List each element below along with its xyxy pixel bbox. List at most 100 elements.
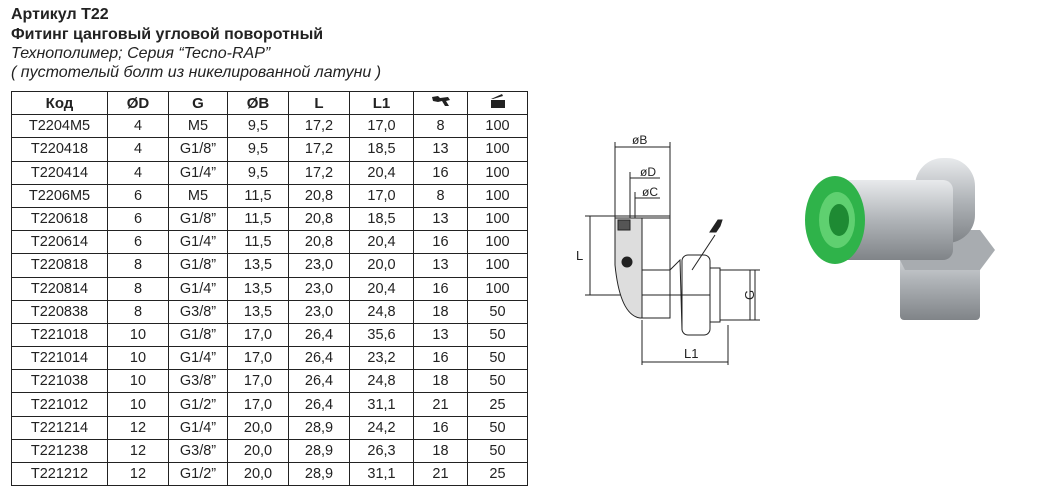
cell-l: 20,8 xyxy=(288,206,350,232)
cell-l1: 18,5 xyxy=(349,206,414,232)
wrench-symbol-icon xyxy=(709,219,723,233)
cell-l1: 17,0 xyxy=(349,114,414,139)
cell-code: T221214 xyxy=(11,415,108,440)
cell-l: 23,0 xyxy=(288,276,350,301)
cell-l1: 18,5 xyxy=(349,137,414,162)
cell-od: 10 xyxy=(107,392,169,417)
header-od: ØD xyxy=(107,90,169,116)
cell-l: 28,9 xyxy=(288,438,350,464)
label-od: øD xyxy=(640,165,656,179)
cell-pack-qty: 25 xyxy=(467,461,528,487)
cell-g: G1/4” xyxy=(168,415,228,440)
cell-g: G1/4” xyxy=(168,276,228,301)
cell-l1: 35,6 xyxy=(349,322,414,348)
cell-od: 12 xyxy=(107,415,169,440)
cell-pack-qty: 50 xyxy=(467,299,528,324)
cell-pack-qty: 50 xyxy=(467,346,528,371)
cell-g: G1/8” xyxy=(168,322,228,348)
cell-l: 23,0 xyxy=(288,299,350,324)
technical-drawing: øB øD øC L G L1 xyxy=(576,133,760,365)
cell-l: 28,9 xyxy=(288,461,350,487)
cell-l: 17,2 xyxy=(288,137,350,162)
cell-ob: 17,0 xyxy=(227,369,289,394)
cell-pack-qty: 100 xyxy=(467,230,528,255)
cell-pack-qty: 100 xyxy=(467,253,528,278)
table-header-row: Код ØD G ØB L L1 xyxy=(11,90,528,116)
header-l1: L1 xyxy=(349,90,414,116)
cell-g: M5 xyxy=(168,114,228,139)
cell-l: 28,9 xyxy=(288,415,350,440)
cell-wrench-size: 18 xyxy=(413,369,468,394)
cell-od: 12 xyxy=(107,461,169,487)
product-name: Фитинг цанговый угловой поворотный xyxy=(11,26,324,43)
cell-pack-qty: 100 xyxy=(467,276,528,301)
cell-wrench-size: 13 xyxy=(413,137,468,162)
cell-pack-qty: 100 xyxy=(467,160,528,185)
cell-code: T221238 xyxy=(11,438,108,464)
cell-g: G1/4” xyxy=(168,346,228,371)
cell-od: 10 xyxy=(107,369,169,394)
cell-l: 26,4 xyxy=(288,369,350,394)
label-l: L xyxy=(576,248,583,263)
cell-pack-qty: 50 xyxy=(467,415,528,440)
header-wrench xyxy=(413,90,468,116)
cell-od: 6 xyxy=(107,183,169,208)
cell-ob: 20,0 xyxy=(227,438,289,464)
cell-l1: 26,3 xyxy=(349,438,414,464)
cell-wrench-size: 21 xyxy=(413,461,468,487)
cell-wrench-size: 16 xyxy=(413,276,468,301)
cell-code: T221014 xyxy=(11,346,108,371)
cell-wrench-size: 16 xyxy=(413,160,468,185)
cell-od: 4 xyxy=(107,137,169,162)
cell-wrench-size: 18 xyxy=(413,438,468,464)
material-line: Технополимер; Серия “Tecno-RAP” xyxy=(11,45,271,62)
cell-g: G3/8” xyxy=(168,369,228,394)
cell-wrench-size: 13 xyxy=(413,322,468,348)
cell-l: 23,0 xyxy=(288,253,350,278)
cell-pack-qty: 50 xyxy=(467,438,528,464)
cell-g: G1/2” xyxy=(168,392,228,417)
cell-wrench-size: 8 xyxy=(413,183,468,208)
cell-g: G1/8” xyxy=(168,253,228,278)
cell-g: G1/8” xyxy=(168,137,228,162)
cell-od: 6 xyxy=(107,206,169,232)
wrench-icon xyxy=(431,96,450,107)
cell-l1: 17,0 xyxy=(349,183,414,208)
cell-od: 8 xyxy=(107,276,169,301)
cell-ob: 9,5 xyxy=(227,137,289,162)
cell-l1: 31,1 xyxy=(349,461,414,487)
cell-l1: 20,4 xyxy=(349,160,414,185)
header-code: Код xyxy=(11,90,108,116)
cell-ob: 17,0 xyxy=(227,392,289,417)
cell-ob: 11,5 xyxy=(227,183,289,208)
cell-code: T2206M5 xyxy=(11,183,108,208)
cell-l1: 24,8 xyxy=(349,369,414,394)
header-ob: ØB xyxy=(227,90,289,116)
cell-l: 26,4 xyxy=(288,346,350,371)
cell-od: 4 xyxy=(107,114,169,139)
header-package xyxy=(467,90,528,116)
article-title: Артикул T22 xyxy=(11,6,109,23)
cell-g: G3/8” xyxy=(168,299,228,324)
cell-code: T220614 xyxy=(11,230,108,255)
cell-code: T220818 xyxy=(11,253,108,278)
cell-g: G1/4” xyxy=(168,230,228,255)
cell-code: T220618 xyxy=(11,206,108,232)
cell-code: T2204M5 xyxy=(11,114,108,139)
cell-pack-qty: 50 xyxy=(467,369,528,394)
cell-ob: 20,0 xyxy=(227,461,289,487)
cell-l1: 24,2 xyxy=(349,415,414,440)
cell-od: 6 xyxy=(107,230,169,255)
cell-od: 10 xyxy=(107,322,169,348)
cell-code: T220414 xyxy=(11,160,108,185)
